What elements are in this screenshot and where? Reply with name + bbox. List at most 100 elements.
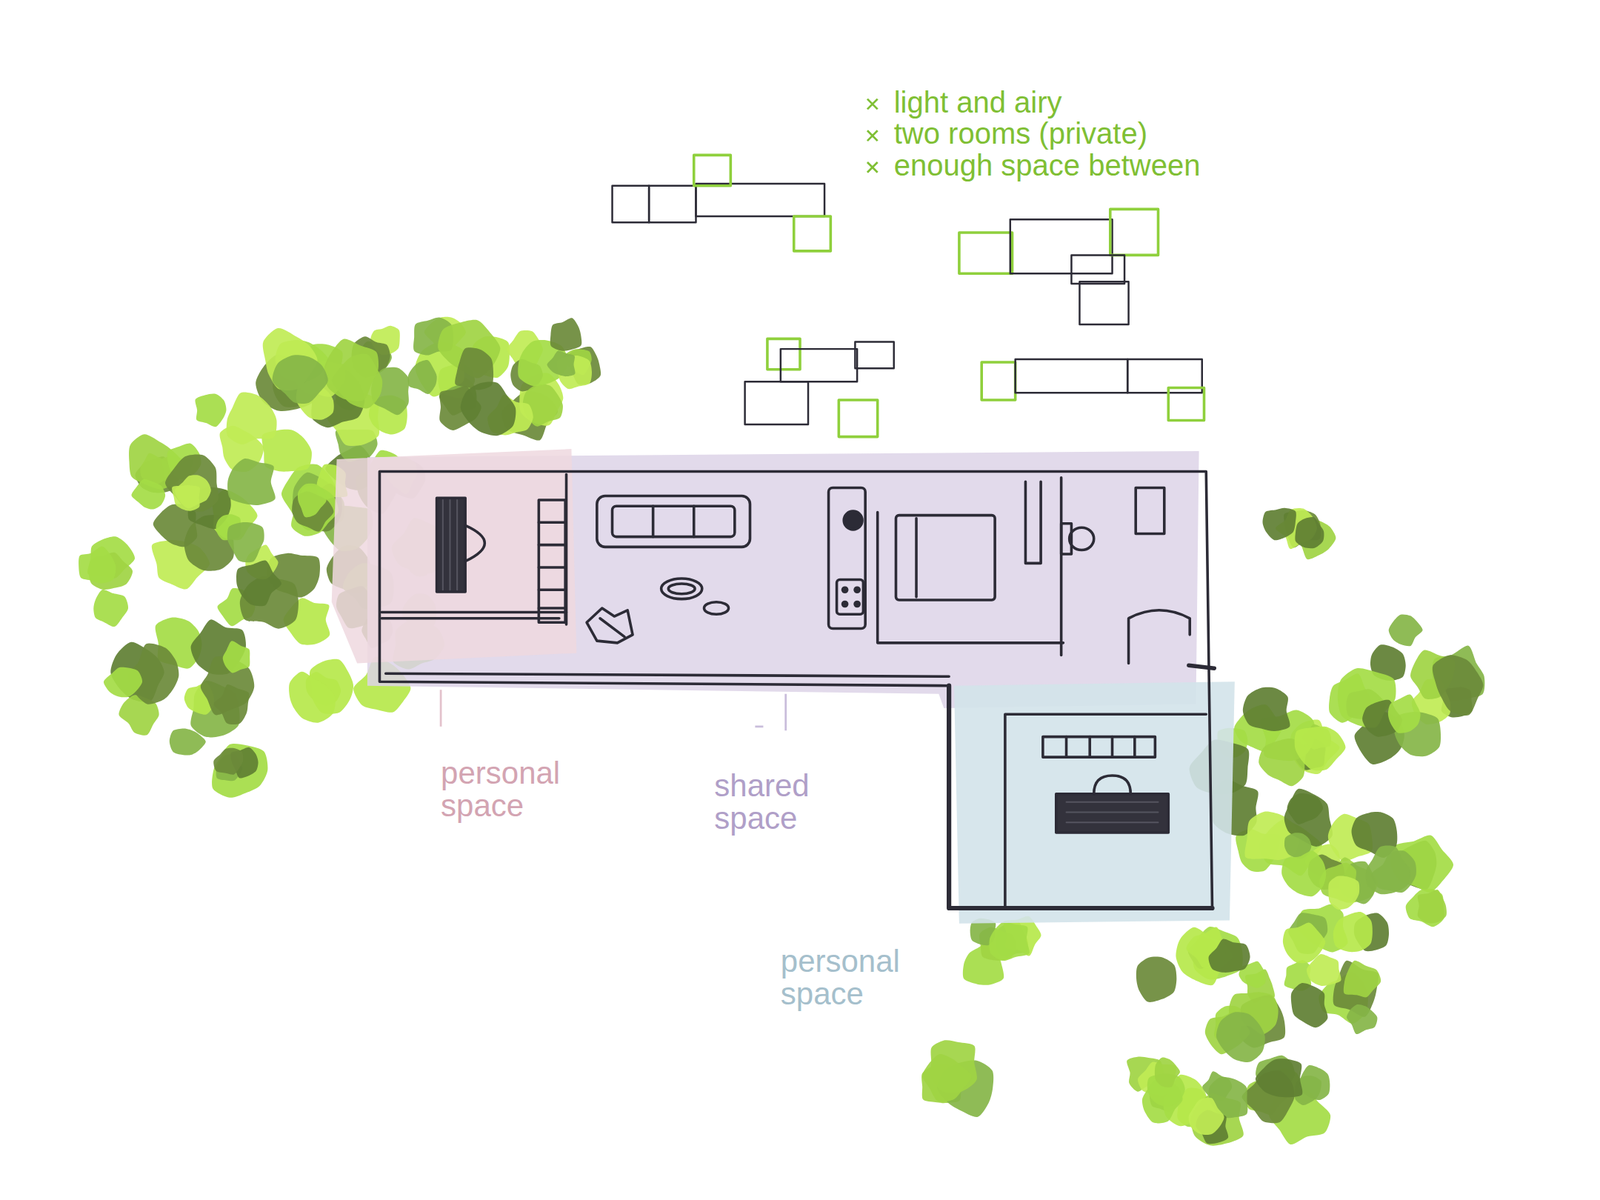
inner-wall <box>1188 665 1215 669</box>
tree-blob <box>547 351 576 378</box>
tree-blob <box>226 392 278 445</box>
sink <box>843 511 863 530</box>
tree-blob <box>171 485 200 512</box>
inner-wall <box>1060 477 1063 656</box>
design-note: two rooms (private) <box>894 117 1148 150</box>
massing-block <box>745 381 809 425</box>
bed <box>895 515 995 600</box>
rug <box>668 583 695 595</box>
tree-blob <box>297 483 327 518</box>
sofa <box>597 495 751 547</box>
tree-blob <box>288 671 336 723</box>
leader-line <box>440 689 443 727</box>
tree-blob <box>93 589 129 627</box>
massing-block <box>612 185 650 223</box>
tree-blob <box>103 667 143 698</box>
tree-blob <box>236 560 282 606</box>
massing-block <box>981 362 1015 400</box>
massing-block <box>780 348 858 382</box>
tree-blob <box>1291 982 1329 1028</box>
outer-wall <box>948 685 1212 909</box>
tree-blob <box>1262 508 1297 541</box>
tree-blob <box>1255 1058 1303 1098</box>
stove-burner <box>841 585 849 594</box>
tree-blob <box>1242 687 1291 732</box>
personal-wash <box>954 681 1235 923</box>
tree-canopy <box>78 317 1485 1146</box>
tree-blob <box>227 522 265 563</box>
tree-blob <box>1343 960 1381 998</box>
tree-blob <box>1281 850 1326 897</box>
massing-block <box>854 341 894 369</box>
massing-block <box>794 216 832 252</box>
bullet-mark <box>867 162 878 173</box>
zone-washes <box>331 448 1235 924</box>
tree-blob <box>272 354 329 404</box>
tree-blob <box>222 640 251 673</box>
tree-blob <box>1333 911 1373 952</box>
tree-blob <box>213 748 243 775</box>
massing-block <box>767 338 800 369</box>
stove-burner <box>853 585 861 594</box>
leader-line <box>754 694 786 732</box>
tree-blob <box>1328 875 1360 910</box>
tree-blob <box>1188 1097 1225 1135</box>
sofa-cushions <box>653 505 695 537</box>
tree-blob <box>1294 517 1324 549</box>
tree-blob <box>922 1054 972 1103</box>
massing-block <box>1110 208 1159 255</box>
tree-blob <box>165 454 219 512</box>
tree-blob <box>1365 845 1411 895</box>
bullet-mark <box>867 130 878 141</box>
design-note: light and airy <box>894 85 1063 119</box>
cabinet <box>1135 487 1165 534</box>
tree-blob <box>1136 956 1177 1002</box>
inner-wall <box>877 512 1064 643</box>
tree-blob <box>227 458 276 506</box>
kitchen-counter <box>828 487 866 629</box>
massing-block <box>1010 219 1113 274</box>
tree-blob <box>1208 939 1251 973</box>
bag <box>1056 794 1169 833</box>
tree-blob <box>988 921 1029 961</box>
tree-blob <box>408 360 438 395</box>
toilet <box>1069 527 1095 550</box>
stove <box>837 579 864 615</box>
bag-handle <box>1094 775 1132 795</box>
design-note: enough space between <box>894 148 1201 182</box>
tree-blob <box>1294 726 1346 772</box>
tree-blob <box>1346 1004 1378 1035</box>
tree-blob <box>1388 694 1421 733</box>
inner-wall <box>1005 714 1206 909</box>
bed-hatch <box>442 500 458 590</box>
rug <box>704 602 729 615</box>
massing-block <box>838 400 878 438</box>
massing-block <box>1015 359 1129 393</box>
tree-blob <box>1306 954 1342 986</box>
tree-blob <box>1295 516 1336 560</box>
bed <box>437 497 466 592</box>
bullet-mark <box>867 99 878 110</box>
zone-label: personal space <box>780 945 952 1011</box>
plant <box>586 608 633 643</box>
massing-block <box>1079 281 1129 325</box>
zone-label: personal space <box>440 757 612 823</box>
bathtub <box>1128 610 1191 664</box>
house-plan <box>379 471 1215 909</box>
stove-burner <box>841 600 849 609</box>
tree-blob <box>1154 1057 1180 1088</box>
tree-blob <box>131 479 166 510</box>
tree-blob <box>194 393 226 427</box>
tree-blob <box>324 338 379 401</box>
tree-blob <box>1417 889 1447 923</box>
massing-block <box>648 185 696 223</box>
bookshelf <box>538 500 566 623</box>
tree-blob <box>1432 654 1484 716</box>
massing-block <box>695 183 825 217</box>
inner-wall <box>1025 481 1041 563</box>
outer-wall <box>379 471 1212 909</box>
shelf-lines <box>1066 737 1135 758</box>
shelf-lines <box>538 522 566 609</box>
rug <box>661 578 703 600</box>
